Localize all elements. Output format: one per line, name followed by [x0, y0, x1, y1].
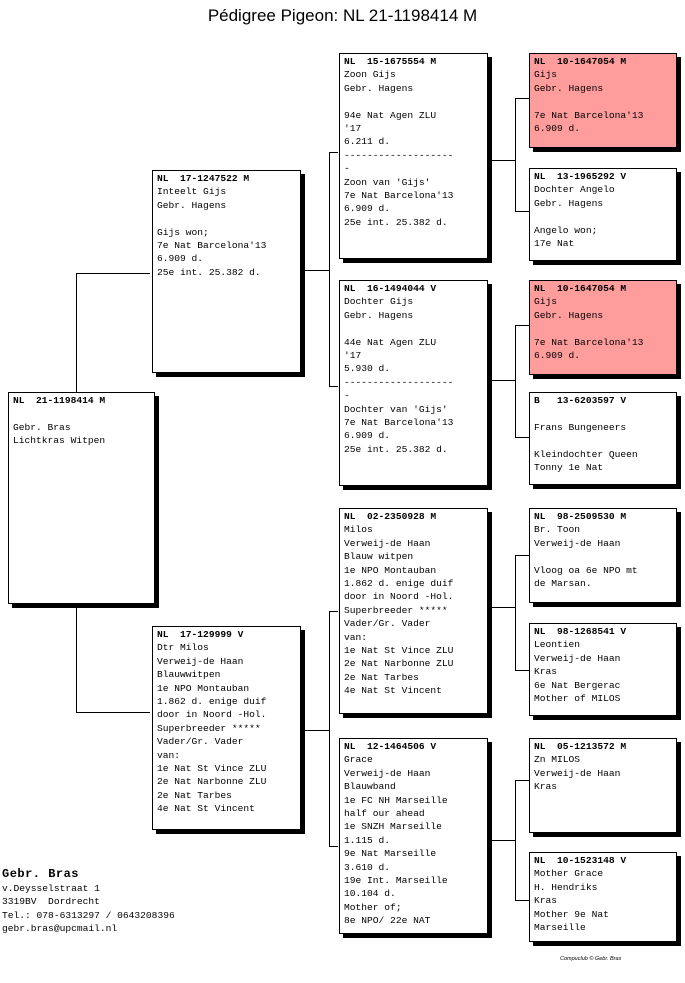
connector-line — [515, 555, 529, 556]
connector-line — [515, 900, 529, 901]
connector-line — [329, 611, 330, 846]
pigeon-card-sire-dam[interactable]: NL 16-1494044 V Dochter Gijs Gebr. Hagen… — [339, 280, 488, 486]
pigeon-details: Leontien Verweij-de Haan Kras 6e Nat Ber… — [534, 639, 621, 705]
owner-email[interactable]: gebr.bras@upcmail.nl — [2, 923, 118, 935]
pigeon-card-subject[interactable]: NL 21-1198414 M Gebr. Bras Lichtkras Wit… — [8, 392, 155, 604]
pigeon-details: Milos Verweij-de Haan Blauw witpen 1e NP… — [344, 524, 454, 697]
connector-line — [488, 380, 515, 381]
ring-number: NL 10-1647054 M — [534, 283, 627, 294]
connector-line — [329, 152, 330, 386]
connector-line — [515, 325, 529, 326]
pigeon-details: Mother Grace H. Hendriks Kras Mother 9e … — [534, 868, 609, 934]
ring-number: NL 05-1213572 M — [534, 741, 627, 752]
pigeon-card-ggp-2[interactable]: NL 13-1965292 V Dochter Angelo Gebr. Hag… — [529, 168, 677, 261]
ring-number: NL 98-1268541 V — [534, 626, 627, 637]
pigeon-details: Inteelt Gijs Gebr. Hagens Gijs won; 7e N… — [157, 186, 267, 278]
ring-number: NL 10-1647054 M — [534, 56, 627, 67]
page-title: Pédigree Pigeon: NL 21-1198414 M — [207, 6, 478, 25]
pigeon-details: Grace Verweij-de Haan Blauwband 1e FC NH… — [344, 754, 448, 927]
owner-street: v.Deysselstraat 1 — [2, 883, 100, 894]
pigeon-details: Zn MILOS Verweij-de Haan Kras — [534, 754, 621, 793]
software-credit: Compuclub © Gebr. Bras — [560, 956, 622, 962]
connector-line — [488, 160, 515, 161]
owner-address: Gebr. Bras v.Deysselstraat 1 3319BV Dord… — [2, 866, 175, 936]
pigeon-card-ggp-3[interactable]: NL 10-1647054 M Gijs Gebr. Hagens 7e Nat… — [529, 280, 677, 375]
pigeon-card-ggp-8[interactable]: NL 10-1523148 V Mother Grace H. Hendriks… — [529, 852, 677, 942]
pigeon-details: Dochter Gijs Gebr. Hagens 44e Nat Agen Z… — [344, 296, 454, 455]
connector-line — [515, 780, 516, 900]
connector-line — [329, 152, 338, 153]
pigeon-details: Br. Toon Verweij-de Haan Vloog oa 6e NPO… — [534, 524, 638, 590]
connector-line — [329, 846, 338, 847]
connector-line — [76, 712, 150, 713]
owner-name: Gebr. Bras — [2, 867, 80, 881]
connector-line — [515, 670, 529, 671]
connector-line — [301, 270, 329, 271]
pigeon-details: Gijs Gebr. Hagens 7e Nat Barcelona'13 6.… — [534, 296, 644, 362]
ring-number: NL 12-1464506 V — [344, 741, 437, 752]
ring-number: NL 98-2509530 M — [534, 511, 627, 522]
pigeon-card-ggp-7[interactable]: NL 05-1213572 M Zn MILOS Verweij-de Haan… — [529, 738, 677, 833]
ring-number: NL 17-1247522 M — [157, 173, 250, 184]
ring-number: B 13-6203597 V — [534, 395, 627, 406]
ring-number: NL 16-1494044 V — [344, 283, 437, 294]
ring-number: NL 10-1523148 V — [534, 855, 627, 866]
connector-line — [515, 780, 529, 781]
pigeon-details: Dtr Milos Verweij-de Haan Blauwwitpen 1e… — [157, 642, 267, 815]
ring-number: NL 15-1675554 M — [344, 56, 437, 67]
pigeon-card-ggp-4[interactable]: B 13-6203597 V Frans Bungeneers Kleindoc… — [529, 392, 677, 485]
pigeon-details: Frans Bungeneers Kleindochter Queen Tonn… — [534, 421, 638, 474]
connector-line — [515, 98, 516, 211]
connector-line — [76, 273, 150, 274]
pigeon-card-dam-sire[interactable]: NL 02-2350928 M Milos Verweij-de Haan Bl… — [339, 508, 488, 714]
ring-number: NL 21-1198414 M — [13, 395, 106, 406]
connector-line — [515, 437, 529, 438]
connector-line — [515, 555, 516, 670]
pigeon-card-ggp-5[interactable]: NL 98-2509530 M Br. Toon Verweij-de Haan… — [529, 508, 677, 603]
connector-line — [488, 607, 515, 608]
owner-phone: Tel.: 078-6313297 / 0643208396 — [2, 909, 175, 921]
pigeon-card-dam-dam[interactable]: NL 12-1464506 V Grace Verweij-de Haan Bl… — [339, 738, 488, 934]
pigeon-details: Gijs Gebr. Hagens 7e Nat Barcelona'13 6.… — [534, 69, 644, 135]
owner-city: 3319BV Dordrecht — [2, 896, 100, 908]
connector-line — [301, 730, 329, 731]
ring-number: NL 02-2350928 M — [344, 511, 437, 522]
connector-line — [488, 840, 515, 841]
connector-line — [515, 98, 529, 99]
connector-line — [515, 325, 516, 437]
pigeon-card-sire-sire[interactable]: NL 15-1675554 M Zoon Gijs Gebr. Hagens 9… — [339, 53, 488, 259]
connector-line — [329, 611, 338, 612]
pigeon-card-ggp-1[interactable]: NL 10-1647054 M Gijs Gebr. Hagens 7e Nat… — [529, 53, 677, 148]
pigeon-details: Zoon Gijs Gebr. Hagens 94e Nat Agen ZLU … — [344, 69, 454, 228]
connector-line — [515, 211, 529, 212]
pigeon-card-ggp-6[interactable]: NL 98-1268541 V Leontien Verweij-de Haan… — [529, 623, 677, 716]
ring-number: NL 13-1965292 V — [534, 171, 627, 182]
pigeon-details: Gebr. Bras Lichtkras Witpen — [13, 421, 106, 447]
pigeon-details: Dochter Angelo Gebr. Hagens Angelo won; … — [534, 184, 615, 250]
ring-number: NL 17-129999 V — [157, 629, 244, 640]
connector-line — [329, 386, 338, 387]
pigeon-card-sire[interactable]: NL 17-1247522 M Inteelt Gijs Gebr. Hagen… — [152, 170, 301, 373]
pigeon-card-dam[interactable]: NL 17-129999 V Dtr Milos Verweij-de Haan… — [152, 626, 301, 830]
